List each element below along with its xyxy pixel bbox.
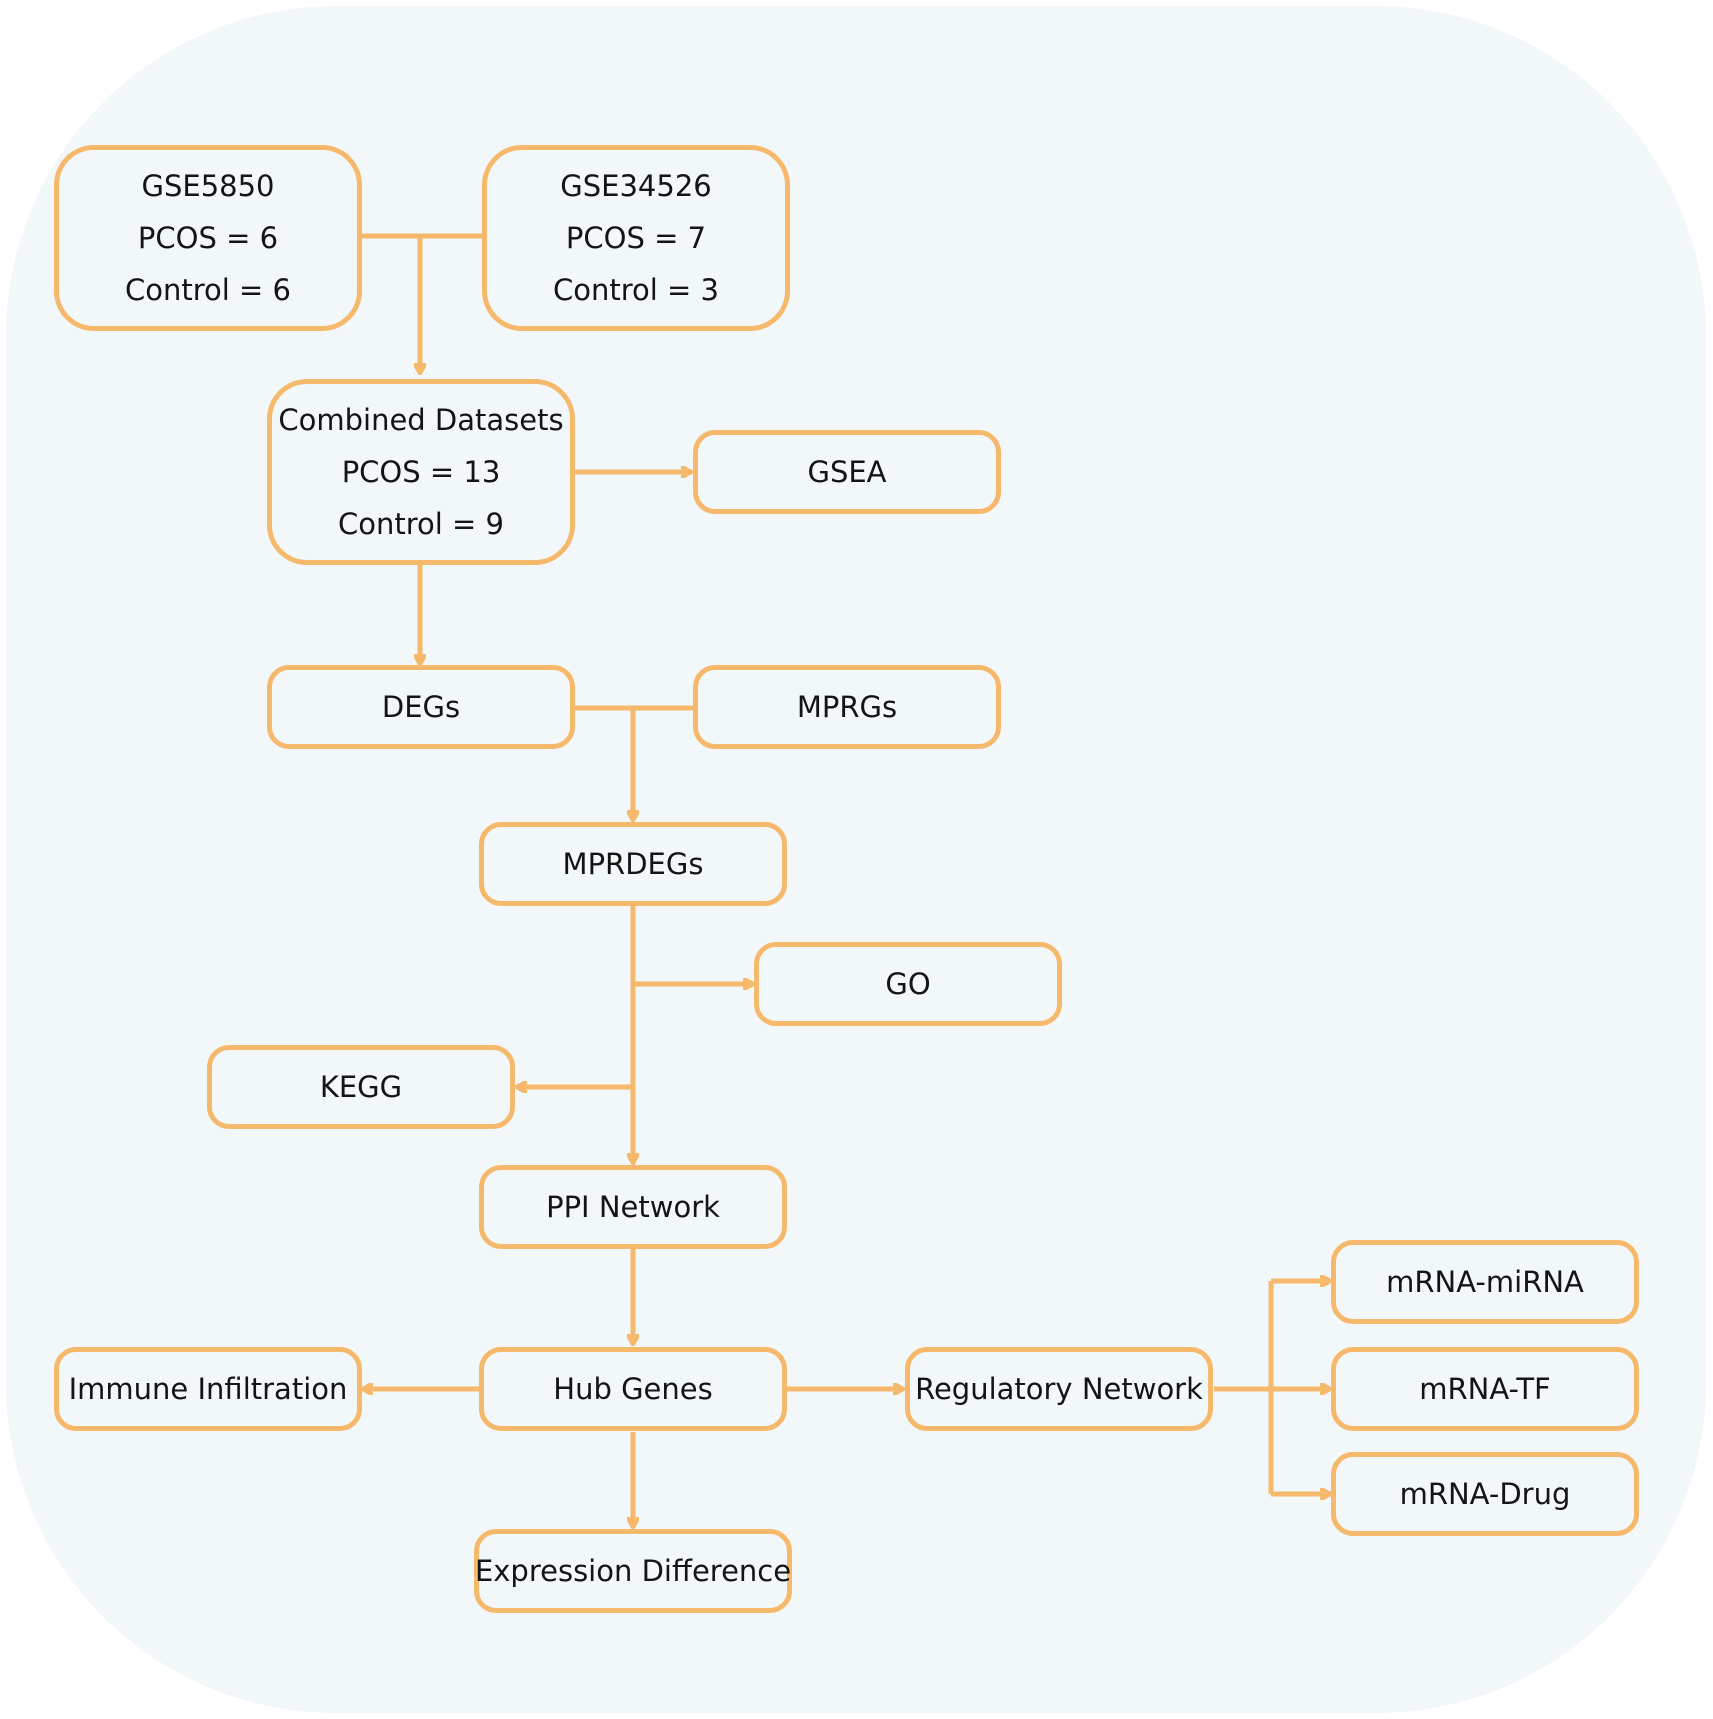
node-mirna-label: mRNA-miRNA	[1386, 1265, 1584, 1299]
node-combined-line-2: PCOS = 13	[341, 455, 501, 489]
node-gse5850: GSE5850 PCOS = 6 Control = 6	[54, 145, 362, 331]
node-combined-line-3: Control = 9	[337, 507, 504, 541]
node-gse5850-line-3: Control = 6	[124, 273, 291, 307]
node-gse34526-line-1: GSE34526	[560, 169, 712, 203]
node-mprgs: MPRGs	[693, 665, 1001, 749]
node-degs-label: DEGs	[381, 690, 461, 724]
node-mrna-drug: mRNA-Drug	[1331, 1452, 1639, 1536]
node-tf-label: mRNA-TF	[1419, 1372, 1551, 1406]
node-regulatory-label: Regulatory Network	[915, 1372, 1203, 1406]
node-expression-label: Expression Difference	[474, 1554, 792, 1588]
node-combined-line-1: Combined Datasets	[278, 403, 564, 437]
node-gse5850-line-2: PCOS = 6	[137, 221, 279, 255]
node-mprgs-label: MPRGs	[796, 690, 898, 724]
node-mprdegs-label: MPRDEGs	[562, 847, 704, 881]
node-hub-label: Hub Genes	[553, 1372, 713, 1406]
node-regulatory-network: Regulatory Network	[905, 1347, 1213, 1431]
node-ppi-network: PPI Network	[479, 1165, 787, 1249]
node-gse34526-line-2: PCOS = 7	[565, 221, 707, 255]
node-mrna-tf: mRNA-TF	[1331, 1347, 1639, 1431]
node-degs: DEGs	[267, 665, 575, 749]
node-gsea-label: GSEA	[807, 455, 887, 489]
node-immune-infiltration: Immune Infiltration	[54, 1347, 362, 1431]
node-immune-label: Immune Infiltration	[68, 1372, 348, 1406]
node-ppi-label: PPI Network	[546, 1190, 720, 1224]
node-combined-datasets: Combined Datasets PCOS = 13 Control = 9	[267, 379, 575, 565]
node-go-label: GO	[885, 967, 931, 1001]
node-gse34526-line-3: Control = 3	[552, 273, 719, 307]
node-kegg-label: KEGG	[319, 1070, 403, 1104]
node-drug-label: mRNA-Drug	[1399, 1477, 1571, 1511]
node-mprdegs: MPRDEGs	[479, 822, 787, 906]
node-kegg: KEGG	[207, 1045, 515, 1129]
node-gse34526: GSE34526 PCOS = 7 Control = 3	[482, 145, 790, 331]
node-gse5850-line-1: GSE5850	[141, 169, 275, 203]
node-gsea: GSEA	[693, 430, 1001, 514]
node-mrna-mirna: mRNA-miRNA	[1331, 1240, 1639, 1324]
node-go: GO	[754, 942, 1062, 1026]
node-hub-genes: Hub Genes	[479, 1347, 787, 1431]
node-expression-difference: Expression Difference	[474, 1529, 792, 1613]
